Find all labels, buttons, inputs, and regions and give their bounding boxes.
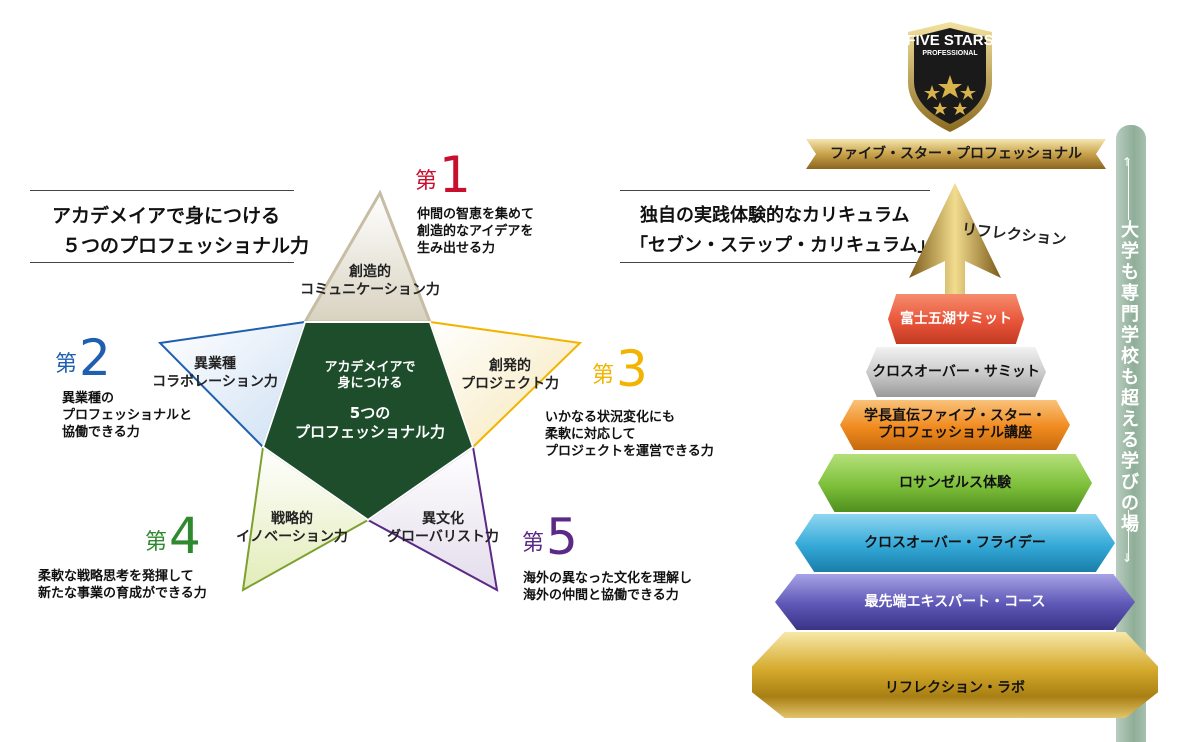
step-4: ロサンゼルス体験	[818, 454, 1092, 512]
star-point-1	[302, 189, 433, 324]
step-7: リフレクション・ラボ	[752, 632, 1158, 718]
golden-arrow-icon	[909, 183, 1001, 295]
point-label-1: 創造的 コミュニケーション力	[300, 264, 440, 298]
star-center-pentagon	[261, 321, 475, 522]
item-1-desc: 仲間の智恵を集めて 創造的なアイデアを 生み出せる力	[417, 207, 535, 256]
item-5-number: 第 5	[522, 508, 578, 566]
item-3-number: 第 3	[592, 340, 648, 398]
item-2-number: 第 2	[55, 329, 111, 387]
item-3-desc: いかなる状況変化にも 柔軟に対応して プロジェクトを運営できる力	[545, 410, 714, 459]
right-heading-line2: 「セブン・ステップ・カリキュラム」	[630, 235, 936, 256]
center-label-2: 5つの プロフェッショナル力	[294, 404, 445, 441]
item-5-desc: 海外の異なった文化を理解し 海外の仲間と協働できる力	[523, 571, 693, 603]
right-heading-top-rule	[620, 190, 930, 191]
left-heading: アカデメイアで身につける ５つのプロフェッショナル力	[52, 201, 309, 261]
point-label-3: 創発的 プロジェクト力	[461, 358, 559, 392]
left-heading-line2: ５つのプロフェッショナル力	[62, 235, 310, 257]
five-stars-badge-icon	[908, 22, 992, 132]
left-heading-top-rule	[30, 190, 294, 191]
banner-label: ファイブ・スター・プロフェッショナル	[830, 146, 1082, 162]
item-4-number: 第 4	[145, 507, 201, 565]
point-label-4: 戦略的 イノベーション力	[236, 511, 348, 545]
item-2-desc: 異業種の プロフェッショナルと 協働できる力	[62, 391, 193, 440]
point-label-2: 異業種 コラボレーション力	[152, 356, 278, 390]
arrow-up-icon: ↑	[1122, 155, 1133, 169]
left-heading-bottom-rule	[30, 262, 294, 263]
step-6: 最先端エキスパート・コース	[775, 574, 1135, 630]
vertical-line-top	[1128, 160, 1129, 220]
item-1-number: 第 1	[415, 146, 471, 204]
vertical-text: 大学も専門学校も超える学びの場	[1121, 220, 1139, 535]
step-1: 富士五湖サミット	[888, 294, 1024, 344]
left-heading-line1: アカデメイアで身につける	[52, 205, 281, 227]
center-label-1: アカデメイアで 身につける	[324, 360, 416, 391]
step-3: 学長直伝ファイブ・スター・ プロフェッショナル講座	[840, 400, 1070, 450]
badge-title: FIVE STARS	[906, 32, 994, 49]
badge-subtitle: PROFESSIONAL	[922, 50, 978, 57]
banner-ribbon	[806, 139, 1106, 169]
step-5: クロスオーバー・フライデー	[795, 514, 1115, 572]
right-heading-bottom-rule	[620, 262, 930, 263]
five-powers-star	[157, 189, 583, 592]
right-heading: 独自の実践体験的なカリキュラム 「セブン・ステップ・カリキュラム」	[630, 201, 935, 261]
right-heading-line1: 独自の実践体験的なカリキュラム	[640, 205, 910, 226]
vertical-line-bottom	[1128, 510, 1129, 560]
step-2: クロスオーバー・サミット	[866, 347, 1046, 397]
arrow-down-icon: ↓	[1122, 551, 1133, 565]
point-label-5: 異文化 グローバリスト力	[387, 511, 499, 545]
item-4-desc: 柔軟な戦略思考を発揮して 新たな事業の育成ができる力	[38, 569, 207, 601]
